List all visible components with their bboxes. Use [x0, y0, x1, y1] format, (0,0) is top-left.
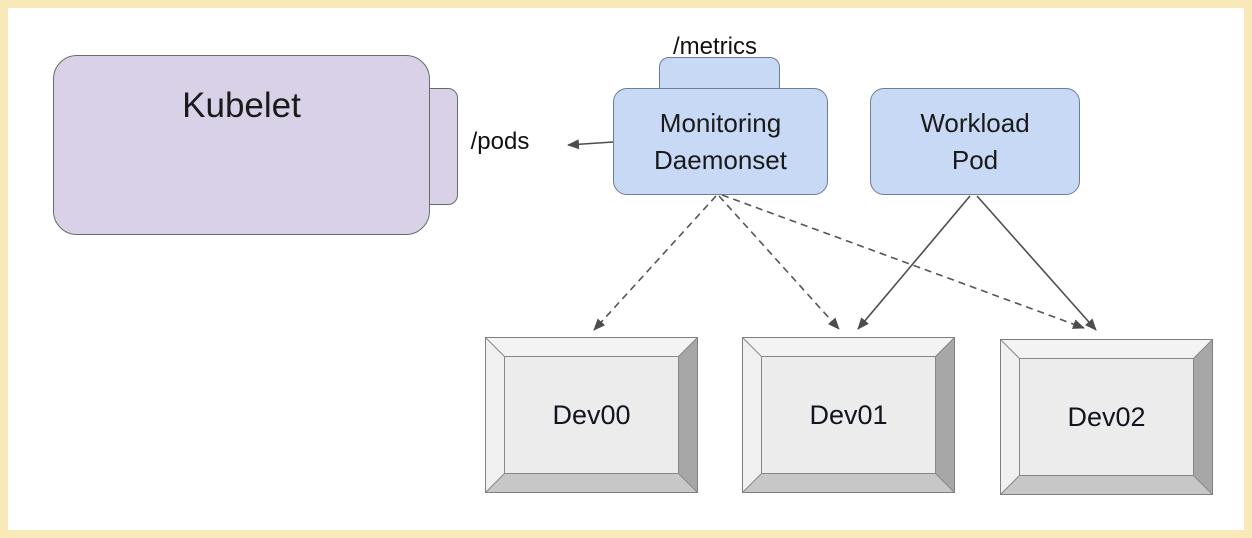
workload-pod-node: Workload Pod	[870, 88, 1080, 195]
device-node-dev01: Dev01	[742, 337, 955, 493]
monitoring-daemonset-node: Monitoring Daemonset	[613, 88, 828, 195]
pods-port-label: /pods	[470, 128, 530, 155]
edge-workload-to-dev01	[857, 195, 971, 330]
kubelet-node: Kubelet	[53, 55, 430, 235]
device-bevel-frame	[485, 337, 698, 493]
edge-monitoring-to-dev00	[593, 195, 717, 331]
edge-monitoring-to-kubelet-pods	[567, 139, 614, 150]
workload-pod-label: Workload Pod	[920, 107, 1030, 175]
device-label-dev00: Dev00	[552, 399, 631, 430]
edge-monitoring-to-dev01	[718, 195, 840, 330]
edge-monitoring-to-dev02	[721, 194, 1085, 329]
device-label-dev02: Dev02	[1067, 401, 1146, 432]
device-node-dev00: Dev00	[485, 337, 698, 493]
edge-workload-to-dev02	[976, 195, 1097, 331]
device-label-dev01: Dev01	[809, 399, 888, 430]
device-bevel-frame	[742, 337, 955, 493]
metrics-port-label: /metrics	[673, 33, 757, 60]
monitoring-daemonset-label: Monitoring Daemonset	[654, 107, 787, 175]
device-node-dev02: Dev02	[1000, 339, 1213, 495]
device-bevel-frame	[1000, 339, 1213, 495]
kubelet-label: Kubelet	[182, 86, 301, 125]
